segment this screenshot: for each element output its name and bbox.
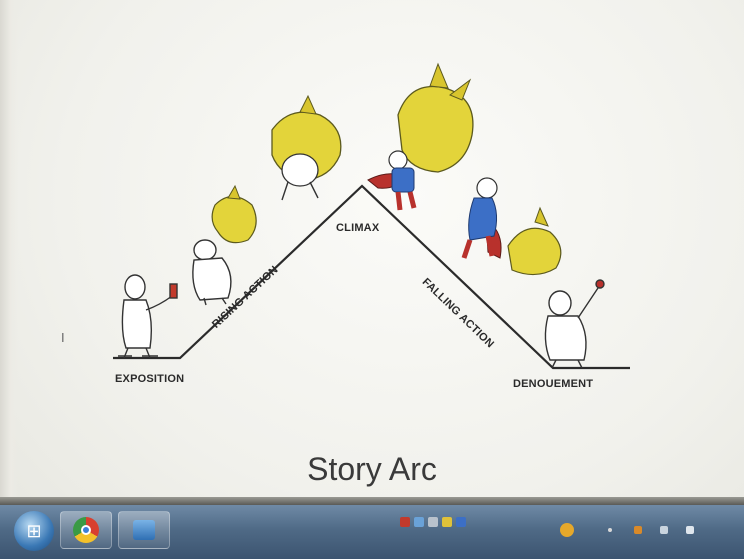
taskbar-app-button[interactable] (118, 511, 170, 549)
label-climax: CLIMAX (336, 222, 380, 234)
arc-line (113, 184, 630, 370)
tray-icon-red[interactable] (400, 517, 410, 527)
dragon-lifting-hero (271, 94, 342, 201)
falling-hero (461, 177, 502, 259)
label-denouement: DENOUEMENT (513, 378, 594, 390)
windows-start-icon[interactable]: ⊞ (14, 511, 54, 551)
label-exposition: EXPOSITION (115, 373, 185, 385)
notification-area (560, 523, 694, 537)
climax-dragon (397, 62, 474, 173)
warning-icon[interactable] (560, 523, 574, 537)
chrome-icon (73, 517, 99, 543)
tray-icon-speaker[interactable] (686, 526, 694, 534)
window-app-icon (133, 520, 155, 540)
tray-icon-orange[interactable] (634, 526, 642, 534)
tray-icon-network[interactable] (456, 517, 466, 527)
denouement-character (544, 279, 605, 369)
small-dragon (211, 184, 257, 244)
tray-icon-yellow[interactable] (442, 517, 452, 527)
climax-hero (367, 150, 417, 211)
taskbar: ⊞ (0, 505, 744, 559)
slide-title: Story Arc (307, 451, 437, 487)
tray-icon-blue[interactable] (414, 517, 424, 527)
tray-dot-1[interactable] (608, 528, 612, 532)
monitor-bezel (0, 497, 744, 507)
system-tray (400, 517, 466, 527)
falling-dragon (507, 206, 562, 276)
exposition-character (118, 274, 178, 359)
tray-icon-flag[interactable] (660, 526, 668, 534)
taskbar-chrome-button[interactable] (60, 511, 112, 549)
screen-edge-shadow (0, 0, 18, 500)
text-cursor-icon: I (61, 330, 65, 345)
tray-icon-gray[interactable] (428, 517, 438, 527)
story-arc-diagram (113, 62, 630, 370)
rising-character (192, 239, 232, 306)
